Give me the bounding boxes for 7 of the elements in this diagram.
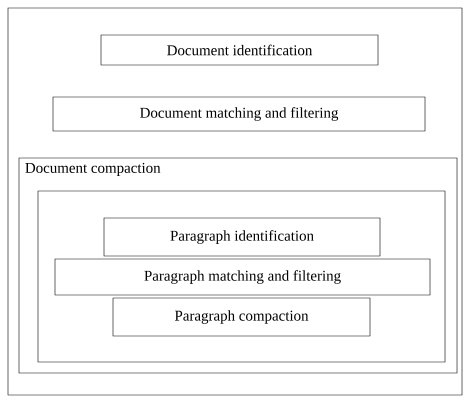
process-box: Document matching and filtering xyxy=(52,96,426,132)
process-box: Paragraph identification xyxy=(104,218,380,256)
inner-frame-box xyxy=(38,190,446,362)
process-box: Paragraph matching and filtering xyxy=(54,258,430,296)
frame-box xyxy=(8,8,462,396)
process-box: Paragraph compaction xyxy=(112,298,370,336)
process-box: Document identification xyxy=(100,34,378,66)
